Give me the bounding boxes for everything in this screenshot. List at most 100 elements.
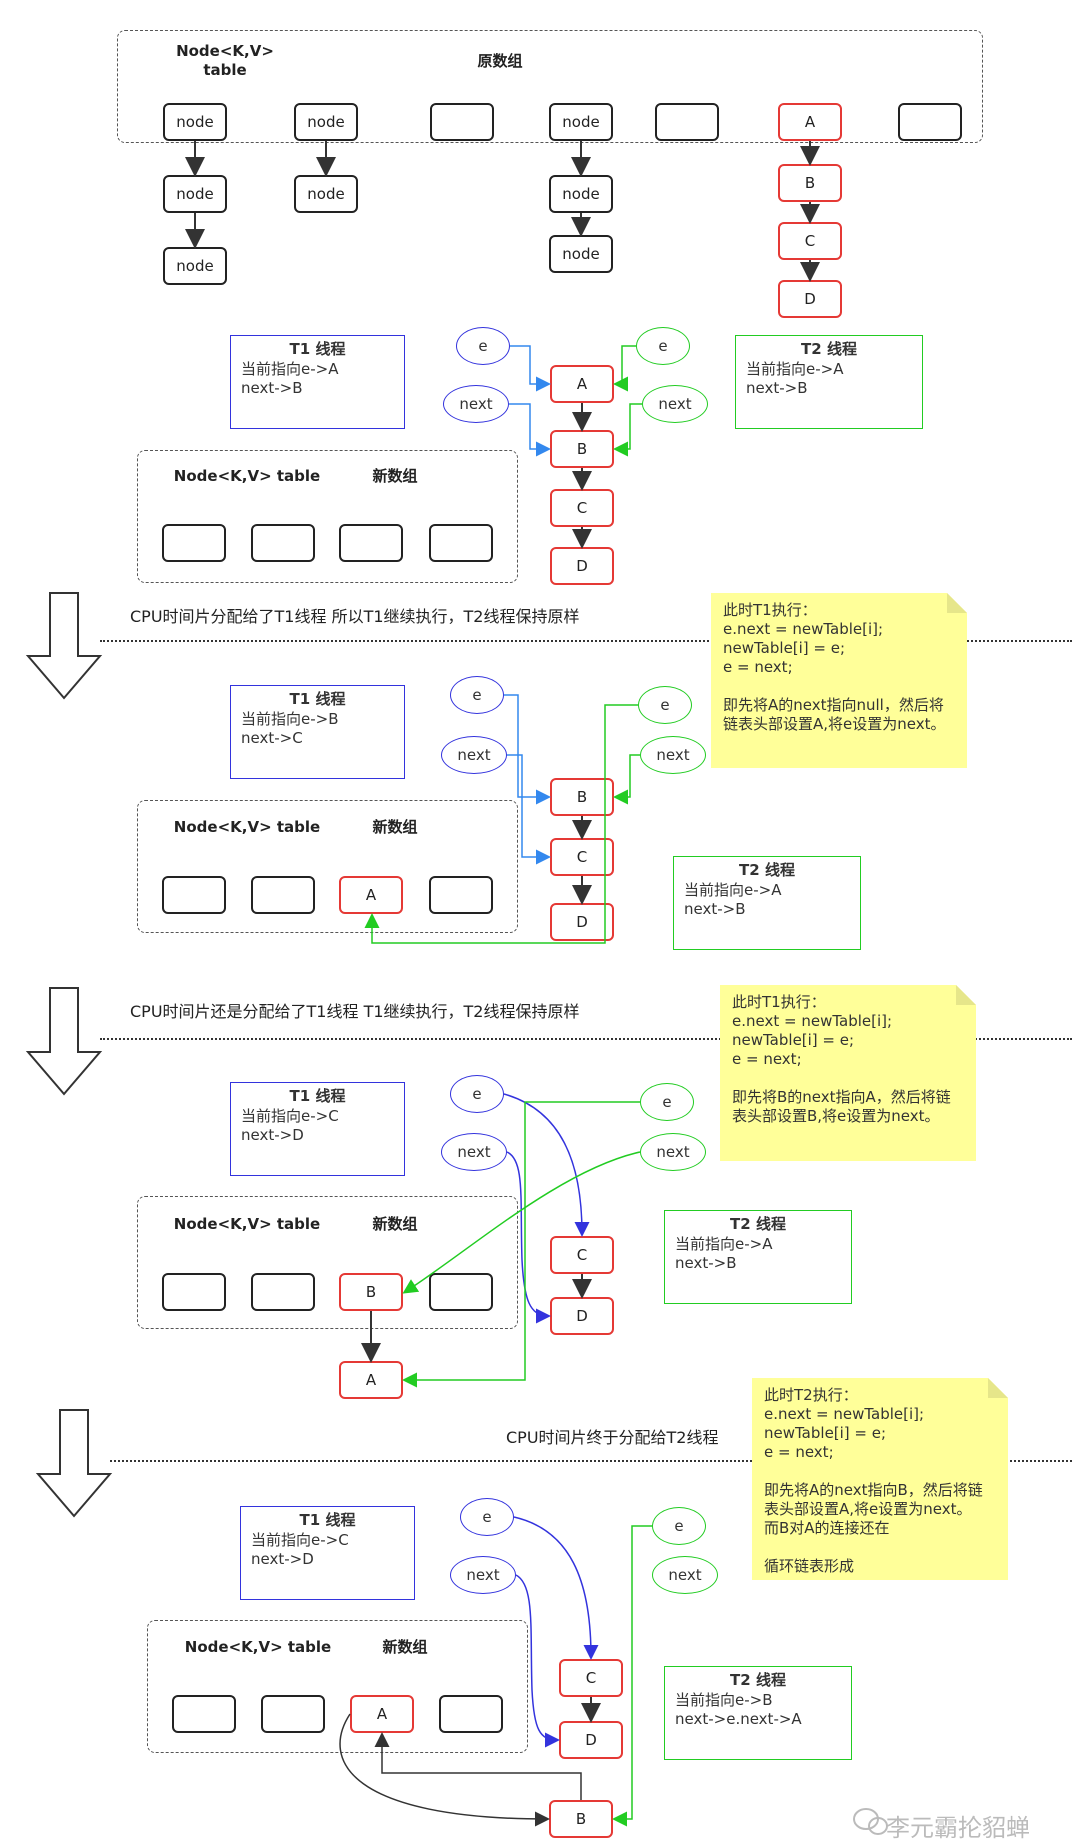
bucket-node: node [163, 175, 227, 213]
new-array-box [137, 450, 518, 583]
t2-thread-box: T2 线程 当前指向e->A next->B [673, 856, 861, 950]
t1-next-pointer: next [450, 1556, 516, 1594]
t2-thread-box: T2 线程 当前指向e->A next->B [664, 1210, 852, 1304]
node-b: B [339, 1273, 403, 1311]
node-b: B [549, 1800, 613, 1838]
node-d: D [550, 903, 614, 941]
t1-e-pointer: e [456, 327, 510, 365]
t1-line1: 当前指向e->B [241, 710, 339, 728]
t1-title: T1 线程 [299, 1511, 356, 1529]
old-table-label: Node<K,V> table [176, 42, 274, 79]
section2-separator [100, 1038, 1072, 1040]
t2-title: T2 线程 [801, 340, 857, 358]
new-array-label: 新数组 [372, 467, 418, 485]
t2-next-pointer: next [652, 1556, 718, 1594]
t2-e-pointer: e [638, 686, 692, 724]
t2-line2: next->B [684, 900, 746, 918]
empty-bucket [655, 103, 719, 141]
t1-thread-box: T1 线程 当前指向e->C next->D [230, 1082, 405, 1176]
t1-title: T1 线程 [289, 340, 346, 358]
t1-e-pointer: e [450, 676, 504, 714]
t1-next-pointer: next [441, 1133, 507, 1171]
new-array-label: 新数组 [372, 818, 418, 836]
empty-bucket [162, 524, 226, 562]
node-d: D [778, 280, 842, 318]
section3-note: 此时T2执行： e.next = newTable[i]; newTable[i… [752, 1378, 1008, 1580]
t2-title: T2 线程 [730, 1671, 786, 1689]
node-b: B [550, 430, 614, 468]
bucket-node: node [549, 175, 613, 213]
t1-title: T1 线程 [289, 1087, 346, 1105]
node-a: A [778, 103, 842, 141]
t2-line1: 当前指向e->A [684, 881, 782, 899]
bucket-node: node [294, 103, 358, 141]
new-array-box [147, 1620, 528, 1753]
node-c: C [778, 222, 842, 260]
t1-line2: next->D [241, 1126, 304, 1144]
t1-next-pointer: next [443, 385, 509, 423]
t1-thread-box: T1 线程 当前指向e->C next->D [240, 1506, 415, 1600]
t1-next-pointer: next [441, 736, 507, 774]
section1-note: 此时T1执行： e.next = newTable[i]; newTable[i… [711, 593, 967, 768]
new-array-box [137, 800, 518, 933]
wechat-icon [853, 1808, 888, 1835]
node-c: C [550, 1236, 614, 1274]
t2-thread-box: T2 线程 当前指向e->A next->B [735, 335, 923, 429]
section1-caption: CPU时间片分配给了T1线程 所以T1继续执行，T2线程保持原样 [130, 607, 580, 626]
t2-e-pointer: e [640, 1083, 694, 1121]
step-arrow-icon [25, 592, 113, 1518]
empty-bucket [162, 876, 226, 914]
empty-bucket [439, 1695, 503, 1733]
t1-line2: next->C [241, 729, 303, 747]
empty-bucket [162, 1273, 226, 1311]
t2-line1: 当前指向e->B [675, 1691, 773, 1709]
t2-next-pointer: next [642, 385, 708, 423]
t2-e-pointer: e [636, 327, 690, 365]
t2-line2: next->B [746, 379, 808, 397]
t1-line1: 当前指向e->C [251, 1531, 349, 1549]
t1-title: T1 线程 [289, 690, 346, 708]
node-b: B [550, 778, 614, 816]
old-array-label: 原数组 [477, 52, 523, 70]
t1-line2: next->D [251, 1550, 314, 1568]
node-d: D [559, 1721, 623, 1759]
t2-title: T2 线程 [739, 861, 795, 879]
new-array-label: 新数组 [372, 1215, 418, 1233]
empty-bucket [429, 876, 493, 914]
new-array-box [137, 1196, 518, 1329]
empty-bucket [339, 524, 403, 562]
new-table-label: Node<K,V> table [184, 1638, 332, 1656]
t2-thread-box: T2 线程 当前指向e->B next->e.next->A [664, 1666, 852, 1760]
empty-bucket [251, 1273, 315, 1311]
t2-title: T2 线程 [730, 1215, 786, 1233]
t1-line1: 当前指向e->C [241, 1107, 339, 1125]
t2-line2: next->e.next->A [675, 1710, 802, 1728]
node-a: A [339, 1361, 403, 1399]
node-b: B [778, 164, 842, 202]
empty-bucket [430, 103, 494, 141]
bucket-node: node [163, 103, 227, 141]
empty-bucket [261, 1695, 325, 1733]
t1-line1: 当前指向e->A [241, 360, 339, 378]
empty-bucket [251, 876, 315, 914]
t2-line1: 当前指向e->A [675, 1235, 773, 1253]
empty-bucket [429, 1273, 493, 1311]
section2-note: 此时T1执行： e.next = newTable[i]; newTable[i… [720, 985, 976, 1161]
empty-bucket [898, 103, 962, 141]
watermark: 李元霸抡貂蝉 [886, 1814, 1030, 1842]
empty-bucket [251, 524, 315, 562]
t2-next-pointer: next [640, 736, 706, 774]
t2-line2: next->B [675, 1254, 737, 1272]
section1-separator [100, 640, 1072, 642]
new-array-label: 新数组 [382, 1638, 428, 1656]
t1-thread-box: T1 线程 当前指向e->B next->C [230, 685, 405, 779]
t1-thread-box: T1 线程 当前指向e->A next->B [230, 335, 405, 429]
section3-separator [110, 1460, 1072, 1462]
node-c: C [559, 1659, 623, 1697]
section3-caption: CPU时间片终于分配给T2线程 [506, 1428, 719, 1447]
bucket-node: node [549, 235, 613, 273]
old-array-box [117, 30, 983, 143]
node-a: A [350, 1695, 414, 1733]
t1-line2: next->B [241, 379, 303, 397]
